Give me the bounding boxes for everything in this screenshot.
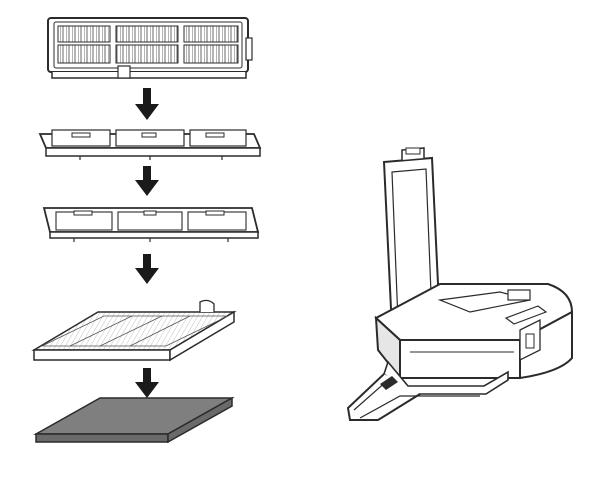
hepa-filter-assembly [47, 17, 253, 79]
filter-frame-lower [38, 129, 262, 160]
down-arrow-3 [135, 254, 159, 284]
filter-frame-upper [42, 207, 260, 242]
down-arrow-4 [135, 368, 159, 398]
sponge-pre-filter [33, 396, 235, 444]
down-arrow-1 [135, 88, 159, 120]
dustbin-housing [346, 147, 574, 421]
down-arrow-2 [135, 166, 159, 196]
pleated-filter-element [31, 299, 237, 362]
